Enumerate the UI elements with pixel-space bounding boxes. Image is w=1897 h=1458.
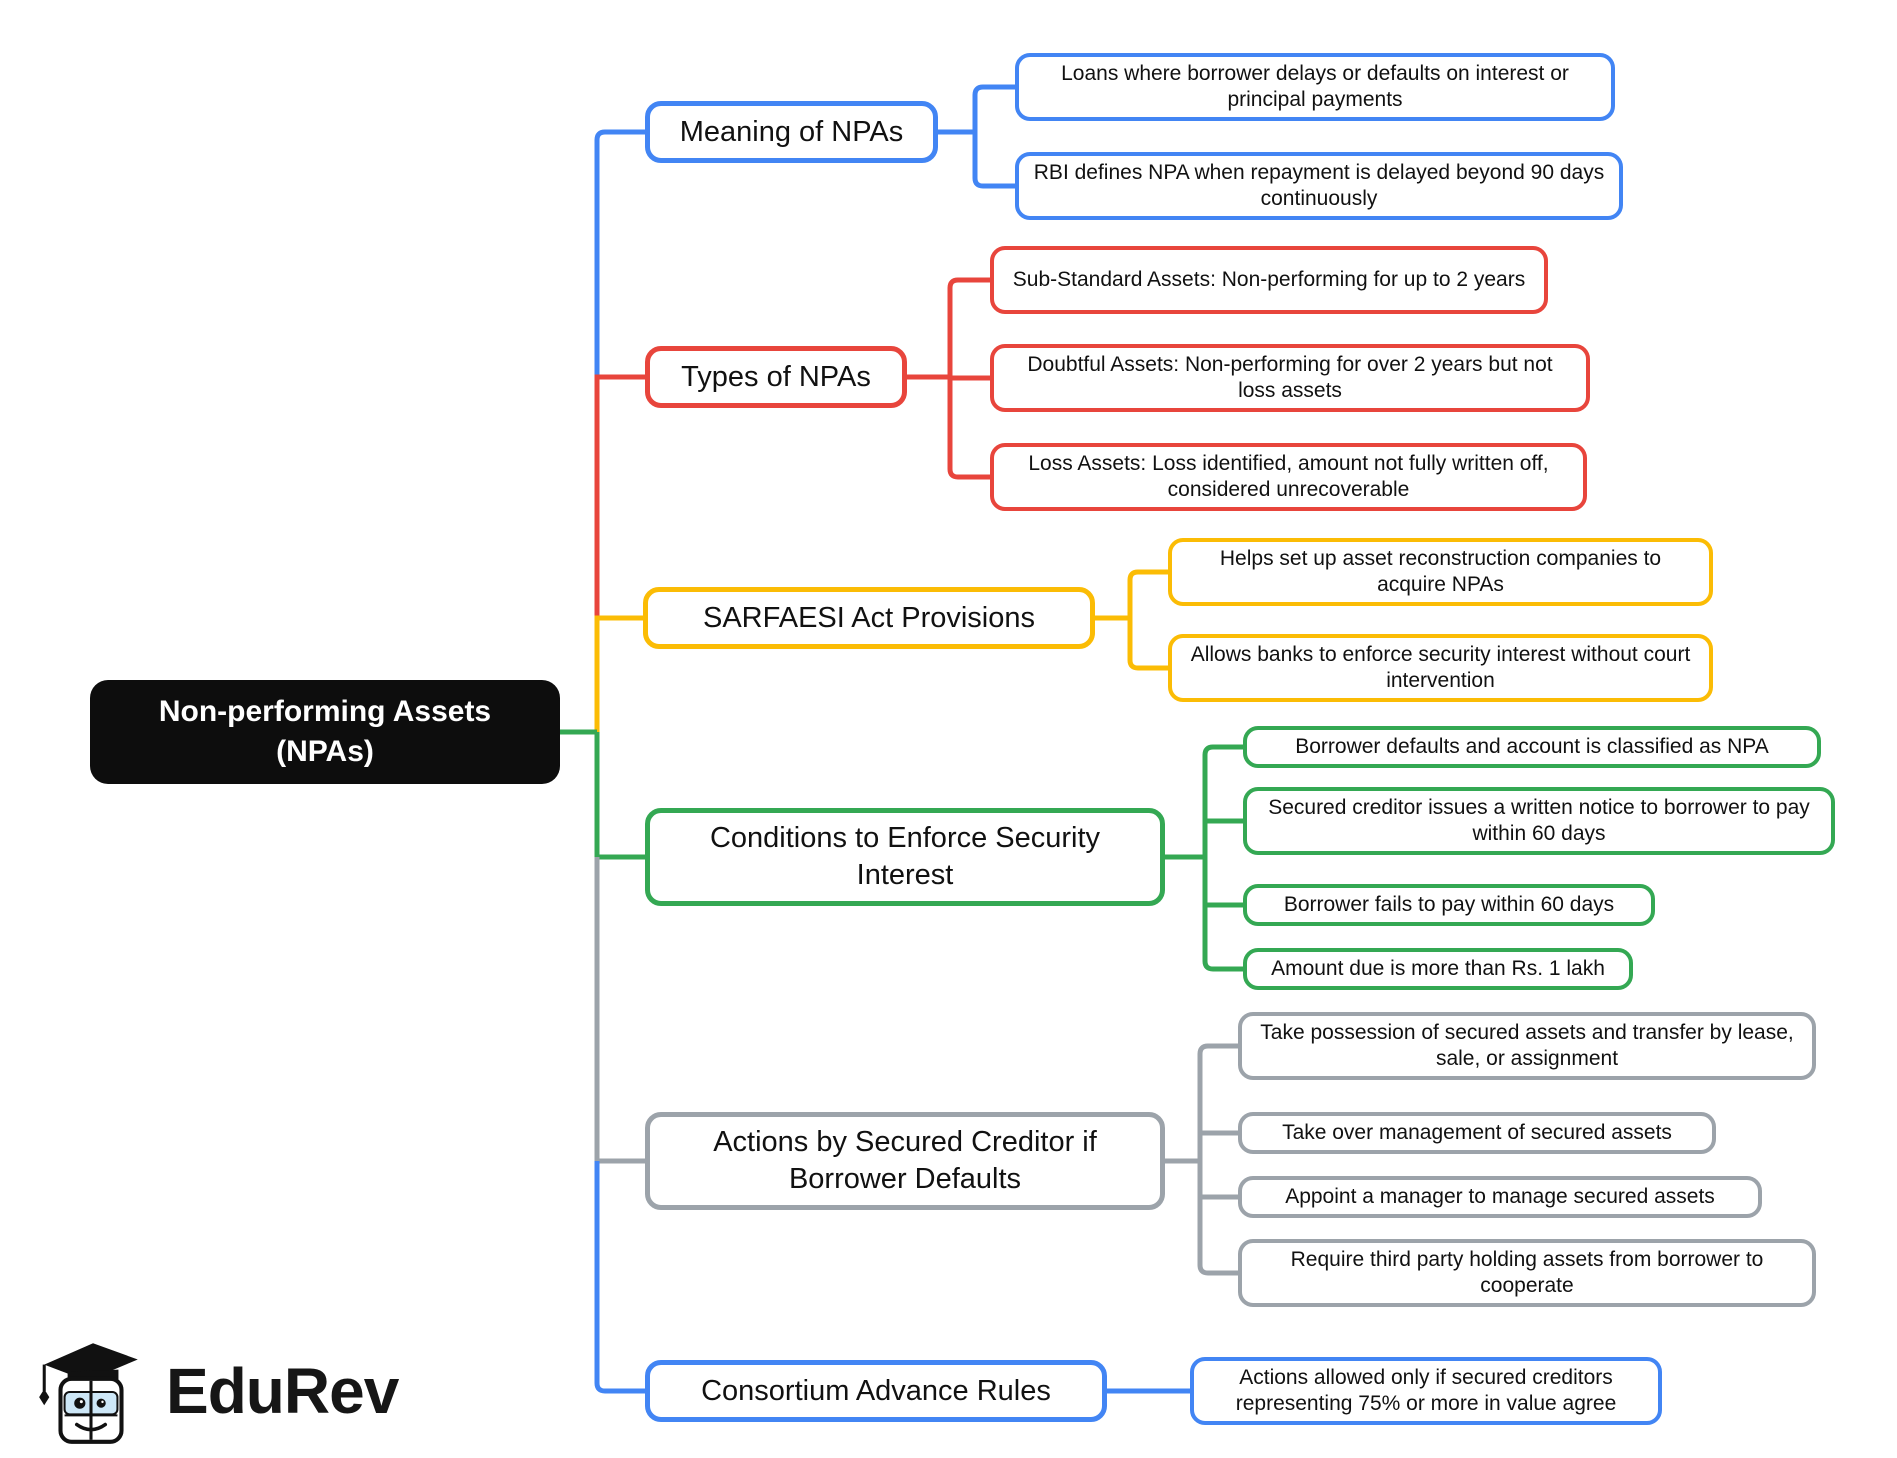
branch-label-conditions: Conditions to Enforce Security Interest bbox=[645, 808, 1165, 906]
child-node: Take possession of secured assets and tr… bbox=[1238, 1012, 1816, 1080]
connector-actions bbox=[594, 857, 1238, 1276]
connector-consortium bbox=[594, 1161, 1190, 1394]
child-node: Sub-Standard Assets: Non-performing for … bbox=[990, 246, 1548, 314]
child-node: Actions allowed only if secured creditor… bbox=[1190, 1357, 1662, 1425]
child-node: Borrower fails to pay within 60 days bbox=[1243, 884, 1655, 926]
child-node: Helps set up asset reconstruction compan… bbox=[1168, 538, 1713, 606]
branch-label-sarfaesi: SARFAESI Act Provisions bbox=[643, 587, 1095, 649]
branch-label-meaning: Meaning of NPAs bbox=[645, 101, 938, 163]
connector-types bbox=[594, 277, 990, 618]
child-node: Amount due is more than Rs. 1 lakh bbox=[1243, 948, 1633, 990]
child-node: Secured creditor issues a written notice… bbox=[1243, 787, 1835, 855]
child-node: Take over management of secured assets bbox=[1238, 1112, 1716, 1154]
edurev-wordmark: EduRev bbox=[166, 1355, 399, 1427]
branch-label-actions: Actions by Secured Creditor if Borrower … bbox=[645, 1112, 1165, 1210]
edurev-logo: EduRev bbox=[30, 1330, 399, 1452]
child-node: Allows banks to enforce security interes… bbox=[1168, 634, 1713, 702]
child-node: Borrower defaults and account is classif… bbox=[1243, 726, 1821, 768]
connector-sarfaesi bbox=[594, 569, 1168, 732]
child-node: Loans where borrower delays or defaults … bbox=[1015, 53, 1615, 121]
connector-conditions bbox=[560, 729, 1243, 972]
child-node: Doubtful Assets: Non-performing for over… bbox=[990, 344, 1590, 412]
edurev-mascot-icon bbox=[39, 1343, 138, 1444]
child-node: Appoint a manager to manage secured asse… bbox=[1238, 1176, 1762, 1218]
child-node: Loss Assets: Loss identified, amount not… bbox=[990, 443, 1587, 511]
child-node: Require third party holding assets from … bbox=[1238, 1239, 1816, 1307]
branch-label-types: Types of NPAs bbox=[645, 346, 907, 408]
connector-meaning bbox=[594, 84, 1015, 377]
child-node: RBI defines NPA when repayment is delaye… bbox=[1015, 152, 1623, 220]
root-node: Non-performing Assets (NPAs) bbox=[90, 680, 560, 784]
branch-label-consortium: Consortium Advance Rules bbox=[645, 1360, 1107, 1422]
